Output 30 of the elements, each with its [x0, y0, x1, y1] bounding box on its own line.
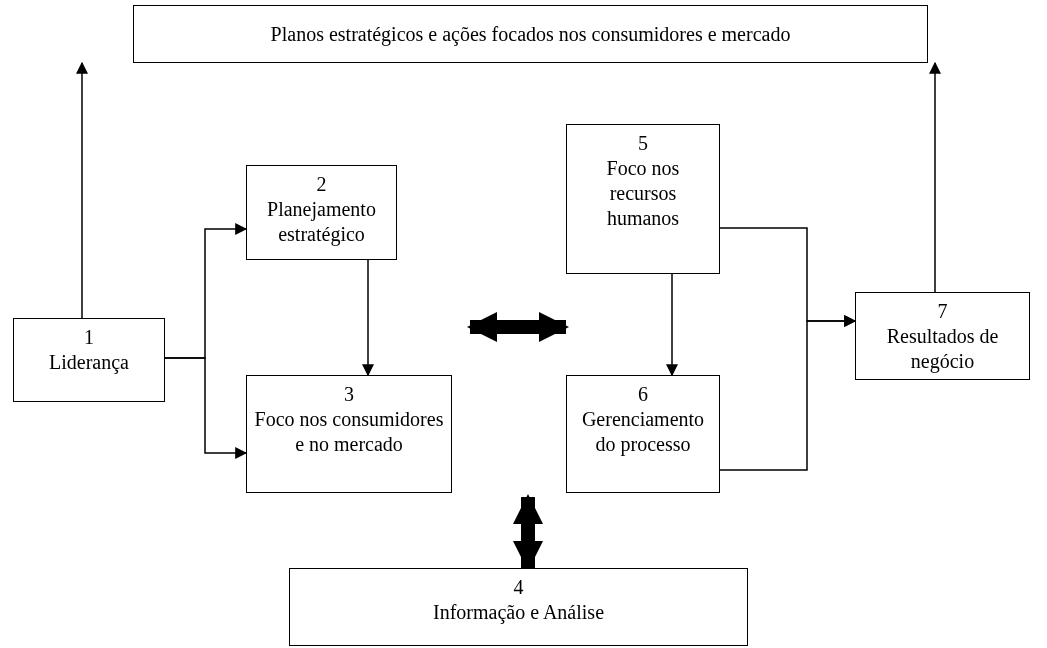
process-box — [289, 568, 748, 646]
process-box — [133, 5, 928, 63]
box-number: 5 — [638, 131, 648, 156]
box-number: 1 — [84, 325, 94, 350]
process-box — [246, 375, 452, 493]
double-arrow — [467, 312, 569, 342]
box-label: Resultados de negócio — [885, 324, 1000, 374]
box-label: Foco nos recursos humanos — [605, 156, 681, 231]
box-number: 2 — [316, 172, 327, 197]
box-label: Planos estratégicos e ações focados nos consumidores e mercado — [270, 21, 791, 47]
arrow — [666, 273, 678, 377]
box-number: 6 — [638, 382, 648, 407]
process-box — [566, 124, 720, 274]
process-box — [855, 292, 1030, 380]
box-number: 3 — [344, 382, 354, 407]
arrow — [929, 61, 941, 293]
arrow — [164, 357, 248, 459]
process-box — [246, 165, 397, 260]
box-label: Planejamento estratégico — [266, 197, 377, 247]
arrow — [76, 61, 88, 319]
box-label: Liderança — [49, 350, 129, 375]
box-label: Gerenciamento do processo — [580, 407, 706, 457]
box-number: 7 — [937, 299, 948, 324]
box-label: Informação e Análise — [432, 600, 604, 625]
box-number: 4 — [513, 575, 524, 600]
box-label: Foco nos consumidores e no mercado — [253, 407, 445, 457]
arrow — [362, 259, 374, 377]
arrow — [719, 315, 857, 471]
process-box — [13, 318, 165, 402]
process-box — [566, 375, 720, 493]
